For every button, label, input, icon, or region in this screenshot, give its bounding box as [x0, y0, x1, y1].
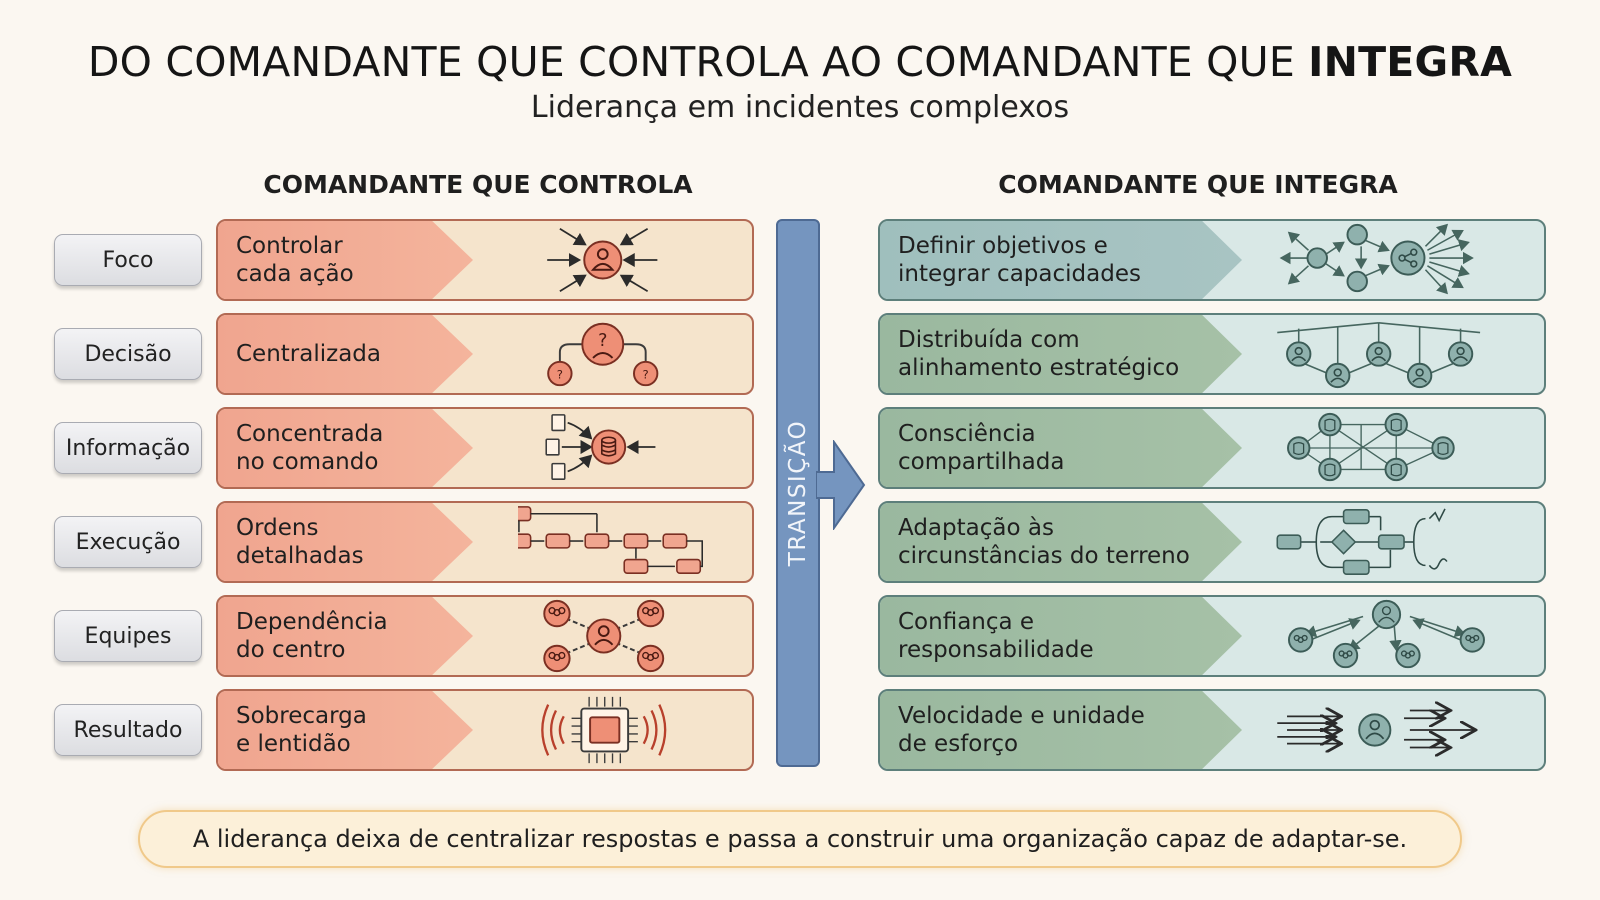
row-label-equipes: Equipes	[54, 610, 202, 662]
adaptive-flow-icon	[1276, 508, 1448, 575]
commander-inward-arrows-icon	[547, 228, 658, 292]
row-chevron	[880, 691, 1242, 769]
trust-network-icon	[1288, 599, 1485, 669]
page-title: DO COMANDANTE QUE CONTROLA AO COMANDANTE…	[0, 38, 1600, 86]
row-label-decisao: Decisão	[54, 328, 202, 380]
transition-arrow-icon	[816, 440, 866, 530]
distributed-commanders-icon	[1277, 322, 1481, 389]
summary-footer: A liderança deixa de centralizar respost…	[138, 810, 1462, 868]
row-chevron	[218, 597, 473, 675]
documents-to-database-icon	[545, 414, 656, 480]
row-chevron	[880, 409, 1242, 487]
shared-databases-mesh-icon	[1287, 412, 1455, 482]
row-label-informacao: Informação	[54, 422, 202, 474]
page-subtitle: Liderança em incidentes complexos	[530, 90, 1070, 125]
row-chevron	[880, 503, 1242, 581]
row-chevron	[880, 315, 1242, 393]
transition-label: TRANSIÇÃO	[785, 419, 811, 567]
row-label-resultado: Resultado	[54, 704, 202, 756]
network-nodes-icon	[1279, 223, 1474, 295]
row-chevron	[218, 409, 473, 487]
row-label-foco: Foco	[54, 234, 202, 286]
row-chevron	[218, 503, 473, 581]
title-bold: INTEGRA	[1308, 38, 1513, 86]
overloaded-chip-icon	[541, 696, 667, 764]
row-label-execucao: Execução	[54, 516, 202, 568]
control-row-decisao: Centralizada ? ? ?	[216, 313, 754, 395]
fast-unified-arrows-icon	[1277, 691, 1540, 769]
row-chevron	[218, 691, 473, 769]
svg-text:?: ?	[557, 367, 563, 381]
svg-text:?: ?	[643, 367, 649, 381]
row-chevron	[880, 597, 1242, 675]
row-chevron	[880, 221, 1242, 299]
teams-chained-to-center-icon	[543, 599, 665, 673]
row-chevron	[218, 221, 473, 299]
title-prefix: DO COMANDANTE QUE CONTROLA AO COMANDANTE…	[87, 38, 1309, 86]
central-decision-hierarchy-icon: ? ? ?	[547, 322, 659, 387]
row-text: Centralizada	[236, 341, 381, 367]
row-chevron	[218, 315, 473, 393]
detailed-flowchart-icon	[518, 506, 704, 574]
control-column-heading: COMANDANTE QUE CONTROLA	[263, 170, 693, 199]
integrate-column-heading: COMANDANTE QUE INTEGRA	[998, 170, 1398, 199]
svg-text:?: ?	[598, 331, 607, 351]
